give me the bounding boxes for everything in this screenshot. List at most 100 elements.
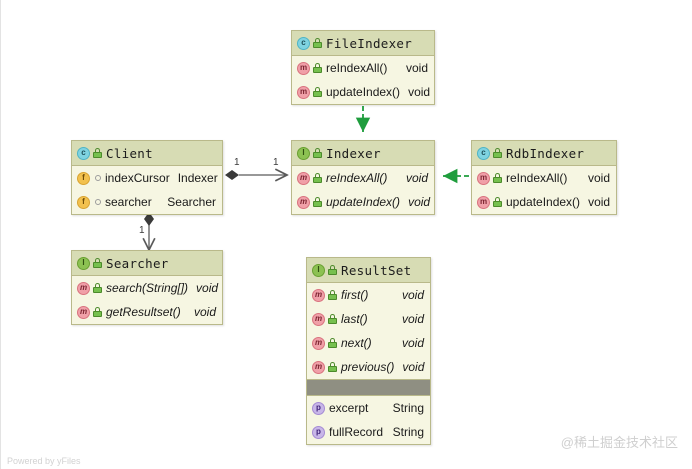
member-name: next() bbox=[341, 336, 372, 350]
members-section-indexer: m reIndexAll() void m updateIndex() void bbox=[292, 166, 434, 214]
property-type: String bbox=[392, 401, 424, 415]
field-icon: f bbox=[77, 195, 90, 209]
visibility-dot-icon bbox=[95, 175, 101, 181]
lock-icon bbox=[328, 362, 337, 372]
class-header-rdb-indexer: c RdbIndexer bbox=[472, 141, 616, 166]
member-type: void bbox=[405, 171, 428, 185]
edge-client-to-searcher bbox=[144, 212, 154, 250]
property-row[interactable]: p excerpt String bbox=[307, 396, 430, 420]
method-icon: m bbox=[312, 288, 325, 302]
lock-icon bbox=[313, 197, 322, 207]
member-type: Searcher bbox=[167, 195, 216, 209]
method-icon: m bbox=[77, 281, 90, 295]
member-type: void bbox=[408, 85, 431, 99]
member-name: reIndexAll() bbox=[326, 171, 388, 185]
class-name: RdbIndexer bbox=[506, 145, 585, 161]
lock-icon bbox=[93, 307, 102, 317]
class-name: FileIndexer bbox=[326, 35, 413, 51]
member-row[interactable]: m getResultset() void bbox=[72, 300, 222, 324]
member-name: previous() bbox=[341, 360, 395, 374]
watermark-label: @稀土掘金技术社区 bbox=[560, 435, 678, 450]
members-section-rdb-indexer: m reIndexAll() void m updateIndex() void bbox=[472, 166, 616, 214]
class-header-client: c Client bbox=[72, 141, 222, 166]
member-name: search(String[]) bbox=[106, 281, 189, 295]
member-row[interactable]: m updateIndex() void bbox=[292, 190, 434, 214]
member-row[interactable]: m search(String[]) void bbox=[72, 276, 222, 300]
member-type: void bbox=[193, 305, 216, 319]
member-name: updateIndex() bbox=[326, 85, 401, 99]
edge-client-to-indexer bbox=[225, 170, 287, 180]
property-row[interactable]: p fullRecord String bbox=[307, 420, 430, 444]
lock-icon bbox=[493, 173, 502, 183]
interface-icon: I bbox=[297, 146, 310, 160]
lock-icon bbox=[93, 283, 102, 293]
member-type: void bbox=[402, 360, 425, 374]
class-icon: c bbox=[477, 146, 490, 160]
properties-section-result-set: p excerpt String p fullRecord String bbox=[307, 396, 430, 444]
interface-node-result-set[interactable]: I ResultSet m first() void m last() bbox=[306, 257, 431, 445]
member-row[interactable]: m reIndexAll() void bbox=[292, 56, 434, 80]
member-row[interactable]: m reIndexAll() void bbox=[292, 166, 434, 190]
lock-icon bbox=[328, 314, 337, 324]
property-name: fullRecord bbox=[329, 425, 384, 439]
member-name: reIndexAll() bbox=[506, 171, 568, 185]
class-header-searcher: I Searcher bbox=[72, 251, 222, 276]
member-name: searcher bbox=[105, 195, 152, 209]
interface-node-searcher[interactable]: I Searcher m search(String[]) void m get… bbox=[71, 250, 223, 325]
method-icon: m bbox=[312, 336, 325, 350]
members-section-result-set: m first() void m last() void m bbox=[307, 283, 430, 379]
interface-node-indexer[interactable]: I Indexer m reIndexAll() void m updateIn… bbox=[291, 140, 435, 215]
property-type: String bbox=[392, 425, 424, 439]
member-name: indexCursor bbox=[105, 171, 170, 185]
lock-icon bbox=[93, 258, 102, 268]
member-row[interactable]: m updateIndex() void bbox=[292, 80, 434, 104]
lock-icon bbox=[328, 290, 337, 300]
member-row[interactable]: f indexCursor Indexer bbox=[72, 166, 222, 190]
member-row[interactable]: f searcher Searcher bbox=[72, 190, 222, 214]
member-type: void bbox=[196, 281, 219, 295]
multiplicity-client-indexer-source: 1 bbox=[234, 157, 240, 168]
method-icon: m bbox=[297, 171, 310, 185]
members-section-client: f indexCursor Indexer f searcher Searche… bbox=[72, 166, 222, 214]
member-row[interactable]: m reIndexAll() void bbox=[472, 166, 616, 190]
member-name: last() bbox=[341, 312, 368, 326]
class-node-client[interactable]: c Client f indexCursor Indexer f searche… bbox=[71, 140, 223, 215]
member-row[interactable]: m next() void bbox=[307, 331, 430, 355]
section-separator bbox=[307, 379, 430, 396]
lock-icon bbox=[313, 148, 322, 158]
lock-icon bbox=[313, 63, 322, 73]
powered-by-label: Powered by yFiles bbox=[7, 456, 81, 466]
lock-icon bbox=[493, 197, 502, 207]
members-section-searcher: m search(String[]) void m getResultset()… bbox=[72, 276, 222, 324]
method-icon: m bbox=[297, 85, 310, 99]
member-type: void bbox=[401, 288, 424, 302]
method-icon: m bbox=[477, 195, 490, 209]
member-row[interactable]: m updateIndex() void bbox=[472, 190, 616, 214]
class-header-result-set: I ResultSet bbox=[307, 258, 430, 283]
lock-icon bbox=[93, 148, 102, 158]
class-name: Indexer bbox=[326, 145, 381, 161]
lock-icon bbox=[328, 338, 337, 348]
property-name: excerpt bbox=[329, 401, 369, 415]
member-type: void bbox=[401, 336, 424, 350]
class-node-file-indexer[interactable]: c FileIndexer m reIndexAll() void m upda… bbox=[291, 30, 435, 105]
member-row[interactable]: m previous() void bbox=[307, 355, 430, 379]
multiplicity-client-searcher-source: 1 bbox=[139, 225, 145, 236]
class-name: Searcher bbox=[106, 255, 169, 271]
visibility-dot-icon bbox=[95, 199, 101, 205]
class-name: Client bbox=[106, 145, 153, 161]
property-icon: p bbox=[312, 425, 325, 439]
members-section-file-indexer: m reIndexAll() void m updateIndex() void bbox=[292, 56, 434, 104]
member-row[interactable]: m first() void bbox=[307, 283, 430, 307]
class-node-rdb-indexer[interactable]: c RdbIndexer m reIndexAll() void m updat… bbox=[471, 140, 617, 215]
class-name: ResultSet bbox=[341, 262, 412, 278]
method-icon: m bbox=[312, 312, 325, 326]
method-icon: m bbox=[297, 61, 310, 75]
member-row[interactable]: m last() void bbox=[307, 307, 430, 331]
method-icon: m bbox=[297, 195, 310, 209]
lock-icon bbox=[313, 87, 322, 97]
lock-icon bbox=[313, 38, 322, 48]
field-icon: f bbox=[77, 171, 90, 185]
